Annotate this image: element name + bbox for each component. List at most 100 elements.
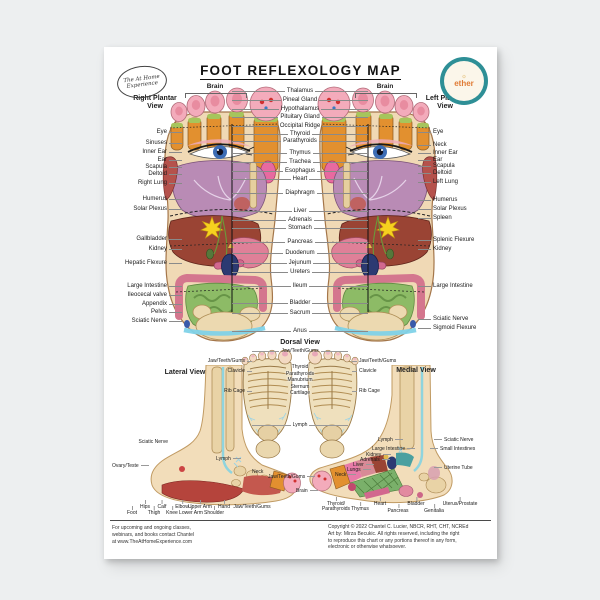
label-heart-medial: Heart	[373, 497, 387, 507]
label-ileocecal-valve: Ileocecal valve	[108, 292, 182, 298]
label-lymph-medial: Lymph	[378, 437, 403, 444]
label-sacrum: Sacrum	[230, 310, 370, 316]
sun-icon: ☼	[461, 74, 467, 80]
label-pineal-gland: Pineal Gland	[230, 97, 370, 103]
label-kidney-medial: Kidney	[366, 452, 391, 459]
label-elbow: Elbow	[175, 500, 189, 510]
reflexology-poster: FOOT REFLEXOLOGY MAP The At Home Experie…	[104, 47, 497, 559]
label-hypothalamus: Hypothalamus	[230, 106, 370, 112]
brand-logo-right-text: ether	[454, 79, 474, 88]
footer-contact-text: For upcoming and ongoing classes, webina…	[112, 525, 194, 545]
label-pituitary-gland: Pituitary Gland	[230, 114, 370, 120]
label-duodenum: Duodenum	[230, 250, 370, 256]
label-thalamus: Thalamus	[230, 88, 370, 94]
label-stomach: Stomach	[230, 225, 370, 231]
label-hepatic-flexure: Hepatic Flexure	[108, 260, 182, 266]
label-spleen: Spleen	[418, 215, 494, 221]
label-bladder: Bladder	[230, 300, 370, 306]
label-brain-right: Brain	[376, 83, 394, 90]
label-foot: Foot	[126, 506, 138, 516]
label-humerus-left: Humerus	[108, 196, 182, 202]
label-sigmoid-flexure: Sigmoid Flexure	[418, 325, 494, 331]
label-jaw-teeth-gums-medial: Jaw/Teeth/Gums	[268, 474, 315, 481]
label-liver: Liver	[230, 208, 370, 214]
footer-copyright-text: Copyright © 2022 Chantel C. Lucier, NBCR…	[328, 524, 469, 551]
label-inner-ear-right: Inner Ear	[418, 150, 494, 156]
label-rib-cage-right: Rib Cage	[352, 389, 408, 394]
label-diaphragm: Diaphragm	[230, 190, 370, 196]
label-adrenals: Adrenals	[230, 217, 370, 223]
label-scapula-left: Scapula	[108, 164, 182, 170]
label-parathyroids-dorsal: Parathyroids	[285, 371, 315, 377]
label-neck-medial: Neck	[335, 472, 356, 479]
label-bladder-medial: Bladder	[407, 497, 425, 507]
label-humerus-right: Humerus	[418, 197, 494, 203]
label-splenic-flexure: Splenic Flexure	[418, 237, 494, 243]
label-deltoid-right: Deltoid	[418, 170, 494, 176]
label-trachea: Trachea	[230, 159, 370, 165]
label-sciatic-nerve-medial: Sciatic Nerve	[434, 437, 473, 444]
label-knee: Knee	[166, 506, 178, 516]
label-ileum: Ileum	[230, 283, 370, 289]
label-pancreas-medial: Pancreas	[387, 504, 409, 514]
label-jaw-teeth-gums-lateral: Jaw/Teeth/Gums	[233, 504, 271, 510]
label-adrenals-medial: Adrenals	[360, 457, 390, 464]
label-jaw-teeth-gums-dr: Jaw/Teeth/Gums	[352, 359, 408, 364]
label-brain-medial: Brain	[296, 488, 318, 495]
label-appendix: Appendix	[108, 301, 182, 307]
label-brain-left: Brain	[206, 83, 224, 90]
label-ear-left: Ear	[108, 157, 182, 163]
label-kidney-left: Kidney	[108, 246, 182, 252]
label-lungs-medial: Lungs	[347, 467, 371, 474]
label-ureters: Ureters	[230, 269, 370, 275]
label-sciatic-nerve-left: Sciatic Nerve	[108, 318, 182, 324]
label-lymph-dorsal: Lymph	[250, 423, 350, 428]
label-jejunum: Jejunum	[230, 260, 370, 266]
label-shoulder: Shoulder	[203, 506, 225, 516]
label-small-intestines: Small Intestines	[430, 446, 475, 453]
label-sciat-nerve-lateral: Sciatic Nerve	[138, 439, 168, 445]
label-esophagus: Esophagus	[230, 168, 370, 174]
label-large-intestine-right: Large Intestine	[418, 283, 494, 289]
label-thyroid-parathyroids-medial: Thyroid/ Parathyroids	[321, 497, 351, 512]
view-title-dorsal: Dorsal View	[280, 339, 320, 346]
label-heart: Heart	[230, 176, 370, 182]
label-sternum: Sternum	[290, 384, 310, 390]
label-rib-cage-left: Rib Cage	[196, 389, 252, 394]
view-title-right-plantar: Right Plantar View	[133, 95, 177, 111]
label-jaw-teeth-gums-top: Jaw/Teeth/Gums	[250, 349, 350, 354]
label-occipital-ridge: Occipital Ridge	[230, 123, 370, 129]
label-pelvis: Pelvis	[108, 309, 182, 315]
label-clavicle-right: Clavicle	[352, 369, 408, 374]
label-lymph-lateral: Lymph	[216, 456, 241, 463]
label-uterus-prostate: Uterus/Prostate	[442, 497, 478, 507]
footer-divider	[110, 520, 491, 521]
label-ear-right: Ear	[418, 157, 494, 163]
label-parathyroids: Parathyroids	[230, 138, 370, 144]
label-hand: Hand	[218, 500, 230, 510]
label-large-intestine-medial: Large Intestine	[372, 446, 415, 453]
label-thigh: Thigh	[147, 506, 161, 516]
label-hips: Hips	[139, 500, 151, 510]
label-solar-plexus-right: Solar Plexus	[418, 206, 494, 212]
label-liver-medial: Liver	[353, 462, 374, 469]
brand-logo-left: The At Home Experience	[115, 59, 169, 105]
label-large-intestine-left: Large Intestine	[108, 283, 182, 289]
label-sinuses: Sinuses	[108, 140, 182, 146]
page-title: FOOT REFLEXOLOGY MAP	[200, 63, 401, 80]
label-manubrium: Manubrium	[287, 377, 313, 383]
label-gallbladder: Gallbladder	[108, 236, 182, 242]
label-deltoid-left: Deltoid	[108, 171, 182, 177]
label-thymus: Thymus	[230, 150, 370, 156]
label-clavicle-left: Clavicle	[196, 369, 252, 374]
label-thymus-medial: Thymus	[351, 502, 369, 512]
label-sciatic-nerve-right: Sciatic Nerve	[418, 316, 494, 322]
label-lower-arm: Lower Arm	[179, 506, 203, 516]
label-genitalia: Genitalia	[424, 504, 444, 514]
label-pancreas: Pancreas	[230, 239, 370, 245]
label-uterine-tube: Uterine Tube	[434, 465, 473, 472]
brand-logo-right: ☼ ether	[440, 57, 488, 105]
label-right-lung: Right Lung	[108, 180, 182, 186]
label-neck-lateral: Neck	[252, 469, 264, 475]
